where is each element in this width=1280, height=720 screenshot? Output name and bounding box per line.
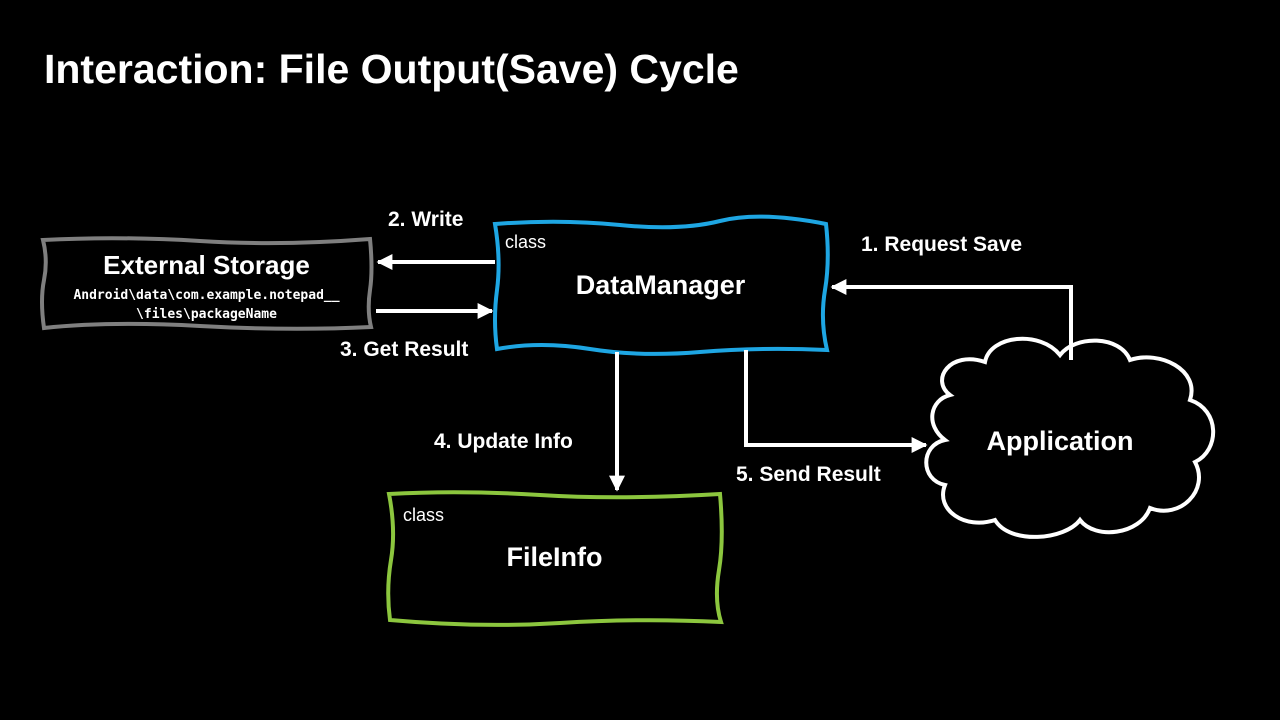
fileinfo-stereotype: class [403, 505, 445, 525]
application-cloud [924, 336, 1216, 539]
application-name: Application [986, 426, 1134, 456]
arrow-send-result [744, 350, 928, 453]
datamanager-box [492, 214, 830, 356]
datamanager-stereotype: class [505, 232, 547, 252]
datamanager-name: DataManager [575, 270, 746, 300]
label-write: 2. Write [388, 208, 464, 231]
label-get-result: 3. Get Result [340, 338, 469, 361]
label-send-result: 5. Send Result [736, 463, 881, 486]
external-storage-box [40, 236, 374, 331]
label-update-info: 4. Update Info [434, 430, 573, 453]
label-request-save: 1. Request Save [861, 233, 1023, 256]
slide-title: Interaction: File Output(Save) Cycle [44, 46, 739, 92]
fileinfo-box [386, 490, 724, 627]
external-storage-path-1: Android\data\com.example.notepad__ [73, 288, 340, 303]
fileinfo-name: FileInfo [506, 542, 603, 572]
external-storage-path-2: \files\packageName [136, 307, 277, 322]
arrow-request-save [830, 279, 1073, 360]
external-storage-title: External Storage [103, 250, 310, 280]
